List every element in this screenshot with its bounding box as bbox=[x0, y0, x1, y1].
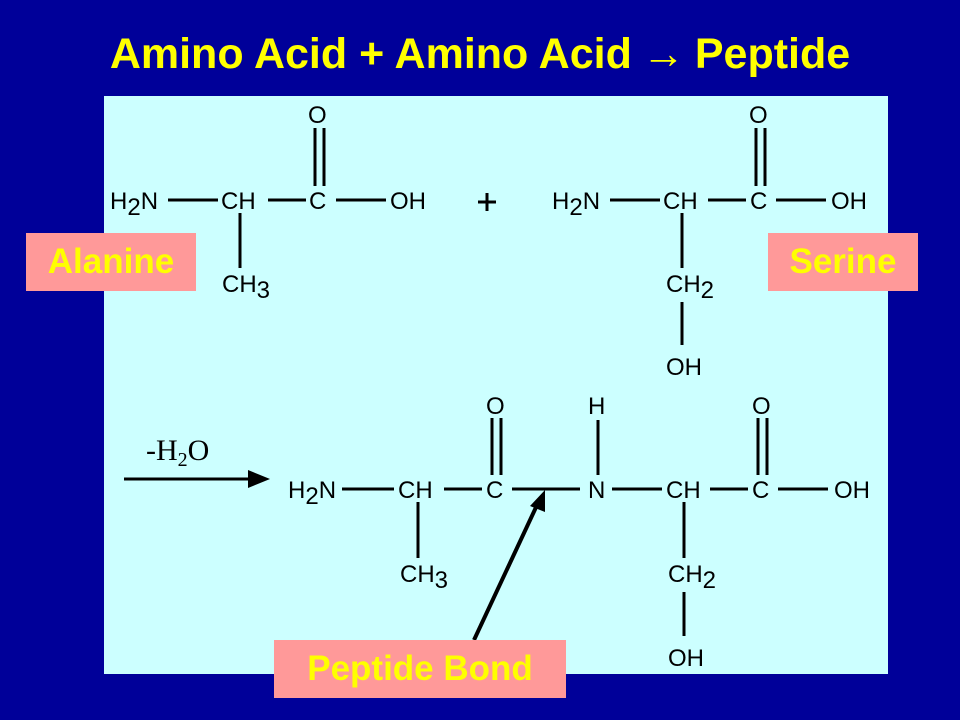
serine-side-chain-ch2: CH2 bbox=[666, 271, 714, 304]
title-arrow-icon: → bbox=[641, 30, 685, 78]
dipeptide-alpha-carbon-2: CH bbox=[666, 477, 701, 504]
title-right: Peptide bbox=[694, 30, 851, 78]
serine-carboxyl-carbon: C bbox=[750, 188, 767, 215]
alanine-hydroxyl: OH bbox=[390, 188, 426, 215]
dipeptide-carbonyl-oxygen-2: O bbox=[752, 393, 771, 420]
title-left: Amino Acid + Amino Acid bbox=[109, 30, 632, 78]
serine-side-chain-oh: OH bbox=[666, 354, 702, 381]
dipeptide-amide-nitrogen: N bbox=[588, 477, 605, 504]
dipeptide-carbonyl-carbon-2: C bbox=[752, 477, 769, 504]
dipeptide-side-chain-ch2: CH2 bbox=[668, 561, 716, 594]
dipeptide-hydroxyl: OH bbox=[834, 477, 870, 504]
slide-title: Amino Acid + Amino Acid→Peptide bbox=[0, 30, 960, 79]
serine-hydroxyl: OH bbox=[831, 188, 867, 215]
dipeptide-amine-group: H2N bbox=[288, 477, 336, 510]
alanine-carbonyl-oxygen: O bbox=[308, 102, 327, 129]
peptide-pointer-shaft bbox=[472, 502, 540, 641]
dipeptide-carbonyl-oxygen-1: O bbox=[486, 393, 505, 420]
alanine-carboxyl-carbon: C bbox=[309, 188, 326, 215]
dipeptide-side-chain-oh: OH bbox=[668, 645, 704, 672]
alanine-alpha-carbon: CH bbox=[221, 188, 256, 215]
peptide-bond-label: Peptide Bond bbox=[274, 640, 566, 698]
peptide-pointer-head-icon bbox=[530, 490, 545, 512]
dipeptide-amide-hydrogen: H bbox=[588, 393, 605, 420]
reaction-arrow-head-icon bbox=[248, 470, 270, 488]
serine-amine-group: H2N bbox=[552, 188, 600, 221]
dipeptide-methyl-group: CH3 bbox=[400, 561, 448, 594]
serine-carbonyl-oxygen: O bbox=[749, 102, 768, 129]
alanine-amine-group: H2N bbox=[110, 188, 158, 221]
serine-alpha-carbon: CH bbox=[663, 188, 698, 215]
alanine-methyl-group: CH3 bbox=[222, 271, 270, 304]
serine-label: Serine bbox=[768, 233, 918, 291]
dipeptide-alpha-carbon-1: CH bbox=[398, 477, 433, 504]
reaction-condition: -H2O bbox=[146, 434, 209, 471]
dipeptide-carbonyl-carbon-1: C bbox=[486, 477, 503, 504]
reaction-panel bbox=[104, 96, 888, 674]
alanine-label: Alanine bbox=[26, 233, 196, 291]
